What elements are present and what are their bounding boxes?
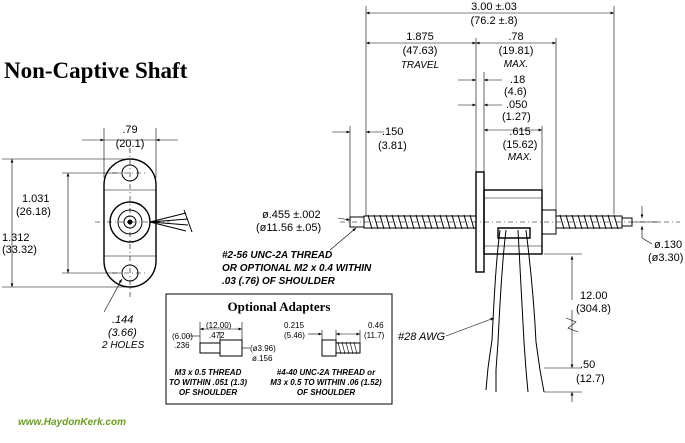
dim-boss-dia-mm: (ø11.56 ±.05) <box>256 222 321 234</box>
dim-overall-mm: (76.2 ±.8) <box>470 15 517 27</box>
thread-note-3: .03 (.76) OF SHOULDER <box>222 276 336 287</box>
thread-note-2: OR OPTIONAL M2 x 0.4 WITHIN <box>222 263 372 274</box>
dim-shaft-dia-in: ø.130 <box>654 239 682 251</box>
dim-18-mm: (4.6) <box>504 86 527 98</box>
adapter-a-len-left-in: .236 <box>174 341 190 350</box>
dim-shaft-dia-mm: (ø3.30) <box>648 252 683 264</box>
dim-hole-spacing-mm: (26.18) <box>16 206 51 218</box>
adapter-a: (12.00) .472 (6.00) .236 (ø3.96) ø.156 M… <box>169 321 276 397</box>
dim-strip-in: .50 <box>580 359 595 371</box>
dim-lead-length-mm: (304.8) <box>576 303 611 315</box>
adapter-a-note-3: OF SHOULDER <box>179 388 237 397</box>
adapter-b-left-in: 0.215 <box>284 321 305 330</box>
flange-view: .79 (20.1) 1.031 (26.18) 1.312 (33.32) .… <box>2 124 193 351</box>
dim-150-in: .150 <box>382 126 403 138</box>
dim-615-label: MAX. <box>508 152 532 163</box>
dim-615-mm: (15.62) <box>503 139 538 151</box>
adapter-a-dia-in: ø.156 <box>252 354 273 363</box>
dim-hole-note: 2 HOLES <box>101 340 145 351</box>
dim-width-mm: (20.1) <box>116 138 145 150</box>
adapter-b-note-1: #4-40 UNC-2A THREAD or <box>277 368 376 377</box>
dim-050-in: .050 <box>506 99 527 111</box>
adapter-b-note-2: M3 x 0.5 TO WITHIN .06 (1.52) <box>270 378 382 387</box>
dim-height-mm: (33.32) <box>2 244 37 256</box>
optional-adapters-box: Optional Adapters (12.00) .472 (6.00) .2… <box>165 293 393 405</box>
optional-adapters-title: Optional Adapters <box>228 299 331 314</box>
dim-78-label: MAX. <box>504 59 528 70</box>
dim-boss-dia-in: ø.455 ±.002 <box>262 209 321 221</box>
adapter-a-len-total-in: .472 <box>209 331 225 340</box>
dim-615-in: .615 <box>509 126 530 138</box>
dim-hole-spacing-in: 1.031 <box>22 193 50 205</box>
website-link[interactable]: www.HaydonKerk.com <box>18 417 126 428</box>
adapter-a-len-total-mm: (12.00) <box>206 321 232 330</box>
adapter-a-dia-mm: (ø3.96) <box>250 344 276 353</box>
adapter-a-note-1: M3 x 0.5 THREAD <box>175 368 242 377</box>
dim-height-in: 1.312 <box>2 232 30 244</box>
dim-78-in: .78 <box>508 31 523 43</box>
dim-18-in: .18 <box>510 74 525 86</box>
thread-note-1: #2-56 UNC-2A THREAD <box>222 250 332 261</box>
dim-travel-mm: (47.63) <box>403 45 438 57</box>
adapter-b: 0.215 (5.46) 0.46 (11.7) #4-40 UNC-2A TH… <box>270 321 384 397</box>
dim-travel-in: 1.875 <box>406 31 434 43</box>
dim-strip-mm: (12.7) <box>576 373 605 385</box>
dim-hole-mm: (3.66) <box>108 327 137 339</box>
dim-overall-in: 3.00 ±.03 <box>471 1 517 13</box>
flange-lead-wires <box>149 212 189 232</box>
page-title: Non-Captive Shaft <box>4 58 188 83</box>
adapter-a-note-2: TO WITHIN .051 (1.3) <box>169 378 247 387</box>
dim-050-mm: (1.27) <box>502 111 531 123</box>
side-lead-wires <box>487 229 541 371</box>
flange-outline <box>103 158 157 288</box>
dim-travel-label: TRAVEL <box>401 60 439 71</box>
wire-gauge-label: #28 AWG <box>398 331 446 343</box>
side-view: 3.00 ±.03 (76.2 ±.8) 1.875 (47.63) TRAVE… <box>222 1 683 402</box>
dim-150-mm: (3.81) <box>378 140 407 152</box>
adapter-b-right-mm: (11.7) <box>364 331 385 340</box>
adapter-a-len-left-mm: (6.00) <box>172 332 193 341</box>
adapter-b-left-mm: (5.46) <box>284 331 305 340</box>
dim-width-in: .79 <box>122 124 137 136</box>
adapter-b-note-3: OF SHOULDER <box>297 388 355 397</box>
dim-lead-length-in: 12.00 <box>580 290 608 302</box>
adapter-b-right-in: 0.46 <box>368 321 384 330</box>
dim-78-mm: (19.81) <box>499 45 534 57</box>
dim-hole-in: .144 <box>112 314 133 326</box>
